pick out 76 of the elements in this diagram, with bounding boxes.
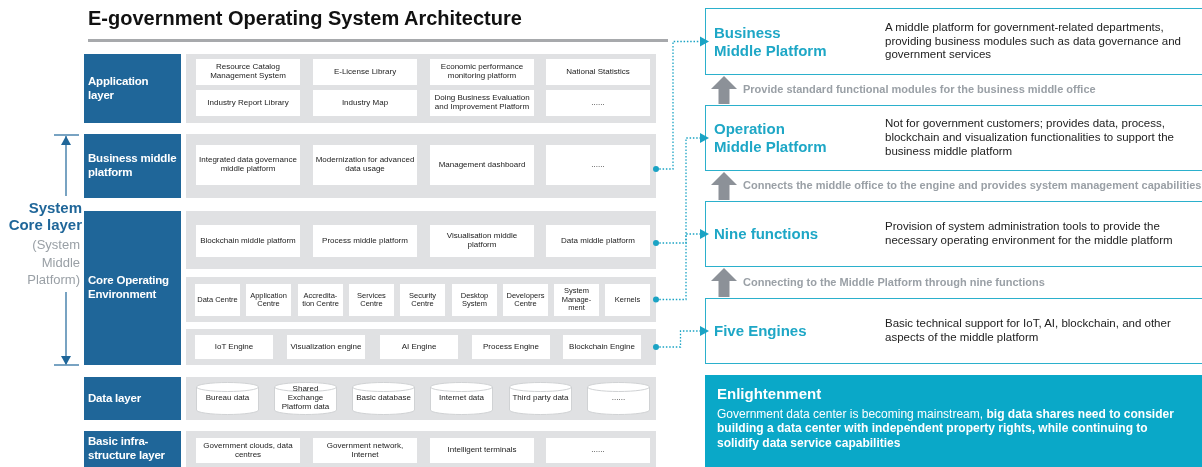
database-cylinder <box>352 382 415 415</box>
layer-panel <box>186 54 656 123</box>
dotted-connector <box>653 133 709 246</box>
note-heading: Enlightenment <box>717 385 822 402</box>
module-card: Integrated data governance middle platform <box>196 145 300 185</box>
block-arrow <box>711 172 737 200</box>
edge-label: Connecting to the Middle Platform through nine functions <box>743 275 1045 288</box>
layer-panel <box>186 211 656 269</box>
layer-label-box: Basic infra-structure layer <box>84 431 181 467</box>
module-card: AI Engine <box>380 335 458 359</box>
cylinder-label: Internet data <box>439 394 484 403</box>
diagram-title: E-government Operating System Architecture <box>88 7 522 30</box>
module-card: Modernization for advanced data usage <box>313 145 417 185</box>
module-card: ...... <box>546 90 650 116</box>
module-card: Economic performance monitoring platform <box>430 59 534 85</box>
layer-label-box: Core Operating Environment <box>84 211 181 365</box>
cylinder-label: Basic database <box>356 394 411 403</box>
edge-label: Connects the middle office to the engine and provides system management capabilities <box>743 179 1202 191</box>
module-card: E-License Library <box>313 59 417 85</box>
module-card: Process middle platform <box>313 225 417 257</box>
database-cylinder <box>274 382 337 415</box>
note-text: Government data center is becoming mainstream, big data shares need to consider building a data center with independent property rights, while continuing to solidify data service capabilities <box>717 407 1175 451</box>
layer-panel <box>186 277 656 322</box>
description-panel <box>705 298 1202 364</box>
module-card: Visualisation middle platform <box>430 225 534 257</box>
cylinder-label: Shared Exchange Platform data <box>280 385 331 412</box>
module-card: Resource Catalog Management System <box>196 59 300 85</box>
layer-panel <box>186 431 656 467</box>
module-card: Blockchain middle platform <box>196 225 300 257</box>
module-card: Government clouds, data centres <box>196 438 300 463</box>
layer-panel <box>186 134 656 198</box>
module-card: Management dashboard <box>430 145 534 185</box>
description-panel <box>705 201 1202 267</box>
layer-span-label: System Core layer <box>8 199 82 234</box>
database-cylinder <box>430 382 493 415</box>
block-arrow <box>711 268 737 297</box>
module-card: Industry Report Library <box>196 90 300 116</box>
module-card: Doing Business Evaluation and Improvement Platform <box>430 90 534 116</box>
layer-label-box: Data layer <box>84 377 181 420</box>
description-text: Basic technical support for IoT, AI, blockchain, and other aspects of the middle platform <box>885 317 1172 345</box>
description-text: Not for government customers; provides data, process, blockchain and visualization functionalities to support the business middle platform <box>885 117 1175 159</box>
description-panel <box>705 8 1202 75</box>
layer-panel <box>186 329 656 365</box>
module-card: IoT Engine <box>195 335 273 359</box>
module-card: ...... <box>546 438 650 463</box>
module-card: ...... <box>546 145 650 185</box>
module-card: Industry Map <box>313 90 417 116</box>
module-card: Government network, Internet <box>313 438 417 463</box>
dotted-connector <box>653 229 709 303</box>
module-card: Process Engine <box>472 335 550 359</box>
module-card: Intelligent terminals <box>430 438 534 463</box>
database-cylinder <box>587 382 650 415</box>
database-cylinder <box>196 382 259 415</box>
module-card: Blockchain Engine <box>563 335 641 359</box>
layer-label-box: Business middle platform <box>84 134 181 198</box>
database-cylinder <box>509 382 572 415</box>
module-card: Visualization engine <box>287 335 365 359</box>
layer-label-box: Application layer <box>84 54 181 123</box>
platform-heading: Business Middle Platform <box>714 23 828 60</box>
edge-label: Provide standard functional modules for the business middle office <box>743 83 1096 95</box>
description-panel <box>705 105 1202 171</box>
dotted-connector <box>653 326 709 350</box>
platform-heading: Operation Middle Platform <box>714 120 828 156</box>
platform-heading: Five Engines <box>714 322 807 340</box>
dotted-connector <box>653 36 709 172</box>
cylinder-label: Third party data <box>512 394 569 403</box>
module-card: National Statistics <box>546 59 650 85</box>
description-text: A middle platform for government-related departments, providing business modules such as data governance and government services <box>885 20 1182 63</box>
cylinder-label: ...... <box>611 394 626 403</box>
description-text: Provision of system administration tools to provide the necessary operating environment for the middle platform <box>885 220 1174 248</box>
module-card: Data middle platform <box>546 225 650 257</box>
block-arrow <box>711 76 737 104</box>
cylinder-label: Bureau data <box>205 394 250 403</box>
highlight-panel <box>705 375 1202 467</box>
layer-panel <box>186 377 656 420</box>
platform-heading: Nine functions <box>714 225 819 243</box>
